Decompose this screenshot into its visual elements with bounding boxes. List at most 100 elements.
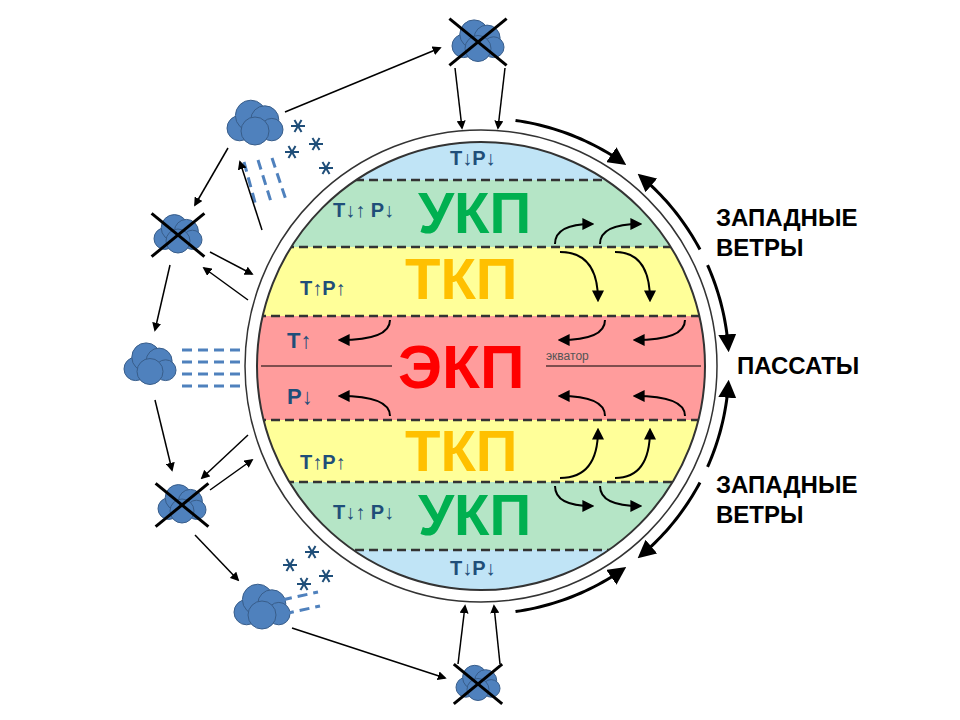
snowflake bbox=[323, 162, 330, 174]
belt-border bbox=[257, 246, 705, 249]
belt-fill bbox=[257, 482, 705, 550]
wind-arrow bbox=[560, 430, 598, 478]
airflow-arrow bbox=[458, 606, 465, 664]
snowflake bbox=[313, 138, 320, 150]
globe-outline bbox=[257, 142, 705, 590]
belt-note: T↓P↓ bbox=[450, 148, 496, 168]
airflow-arrow bbox=[195, 535, 238, 580]
belt-note: T↑P↑ bbox=[300, 452, 346, 472]
wind-label: ЗАПАДНЫЕ ВЕТРЫ bbox=[716, 203, 891, 263]
cloud-puff bbox=[137, 359, 163, 385]
belt-note: T↓P↓ bbox=[450, 558, 496, 578]
rain bbox=[258, 160, 272, 205]
snowflake bbox=[313, 138, 320, 150]
circulation-arc bbox=[708, 383, 729, 467]
belt-border bbox=[257, 179, 705, 182]
belt-note: P↓ bbox=[287, 386, 313, 408]
cloud-puff bbox=[248, 601, 276, 629]
rain bbox=[272, 158, 286, 200]
cloud bbox=[234, 584, 290, 629]
cross-mark bbox=[454, 664, 502, 704]
circulation-arc bbox=[640, 176, 700, 250]
wind-label: ЗАПАДНЫЕ ВЕТРЫ bbox=[716, 470, 891, 530]
snowflake bbox=[323, 162, 330, 174]
wind-arrow bbox=[635, 396, 685, 416]
snowflake bbox=[289, 146, 296, 158]
rain bbox=[182, 385, 245, 388]
wind-arrow bbox=[560, 396, 605, 416]
cross-mark bbox=[449, 19, 506, 66]
equator-line bbox=[261, 365, 392, 366]
snowflake bbox=[301, 578, 308, 590]
cross-mark bbox=[449, 19, 506, 66]
rain bbox=[244, 162, 256, 206]
wind-arrow bbox=[555, 486, 592, 506]
belt-fill bbox=[257, 420, 705, 482]
belt-note: T↓↑ P↓ bbox=[333, 200, 394, 220]
belt-name: ЭКП bbox=[398, 336, 525, 398]
pressure-belt: T↓P↓ bbox=[257, 142, 705, 180]
cloud bbox=[227, 100, 283, 145]
circulation-arc bbox=[640, 482, 700, 556]
cloud bbox=[454, 664, 502, 704]
circulation-arc bbox=[516, 569, 624, 611]
snowflake bbox=[289, 146, 296, 158]
rain bbox=[282, 592, 318, 600]
belt-name: УКП bbox=[418, 184, 531, 242]
snowflake bbox=[309, 546, 316, 558]
cloud bbox=[449, 19, 506, 66]
airflow-arrow bbox=[155, 265, 170, 330]
cross-mark bbox=[152, 213, 205, 256]
wind-label: ПАССАТЫ bbox=[737, 351, 937, 381]
cloud bbox=[152, 213, 205, 256]
belt-note: T↑P↑ bbox=[300, 278, 346, 298]
snowflake bbox=[295, 120, 302, 132]
rain bbox=[182, 373, 245, 376]
wind-arrow bbox=[635, 320, 685, 340]
belt-border bbox=[257, 549, 705, 552]
wind-arrow bbox=[555, 224, 592, 244]
wind-arrow bbox=[340, 320, 390, 340]
belt-fill bbox=[257, 142, 705, 180]
airflow-arrow bbox=[494, 606, 500, 664]
airflow-arrow bbox=[240, 162, 262, 230]
snowflake bbox=[287, 559, 294, 571]
pressure-belt: T↑P↑ ТКП bbox=[257, 420, 705, 482]
wind-arrow bbox=[615, 252, 650, 300]
cross-mark bbox=[454, 664, 502, 704]
circulation-arc bbox=[708, 265, 729, 349]
snowflake bbox=[323, 570, 330, 582]
belt-border bbox=[257, 419, 705, 422]
wind-arrow bbox=[615, 430, 650, 478]
rain bbox=[182, 361, 245, 364]
wind-arrow bbox=[600, 224, 640, 244]
pressure-belt: T↓P↓ bbox=[257, 550, 705, 590]
belt-fill bbox=[257, 247, 705, 316]
wind-arrow bbox=[600, 486, 640, 506]
outer-ring bbox=[245, 130, 717, 602]
airflow-arrow bbox=[498, 68, 505, 128]
pressure-belt: T↑ЭКПэкваторP↓ bbox=[257, 316, 705, 420]
belt-fill bbox=[257, 316, 705, 420]
belt-name: УКП bbox=[418, 486, 531, 544]
belt-fill bbox=[257, 550, 705, 590]
belt-border bbox=[257, 315, 705, 318]
equator-line bbox=[546, 365, 701, 366]
snowflake bbox=[323, 570, 330, 582]
wind-arrow bbox=[560, 252, 598, 300]
cross-mark bbox=[156, 483, 209, 526]
snowflake bbox=[287, 559, 294, 571]
pressure-belt: T↓↑ P↓ УКП bbox=[257, 482, 705, 550]
rain bbox=[284, 606, 320, 614]
belt-name: ТКП bbox=[405, 250, 518, 308]
airflow-arrow bbox=[155, 400, 172, 470]
belt-border bbox=[257, 481, 705, 484]
snowflake bbox=[295, 120, 302, 132]
cloud-puff bbox=[241, 117, 269, 145]
belt-name: ТКП bbox=[405, 422, 518, 480]
belt-borders bbox=[257, 180, 705, 550]
airflow-arrow bbox=[204, 268, 248, 300]
airflow-arrow bbox=[195, 148, 228, 205]
belt-note: T↓↑ P↓ bbox=[333, 502, 394, 522]
cloud bbox=[156, 483, 209, 526]
